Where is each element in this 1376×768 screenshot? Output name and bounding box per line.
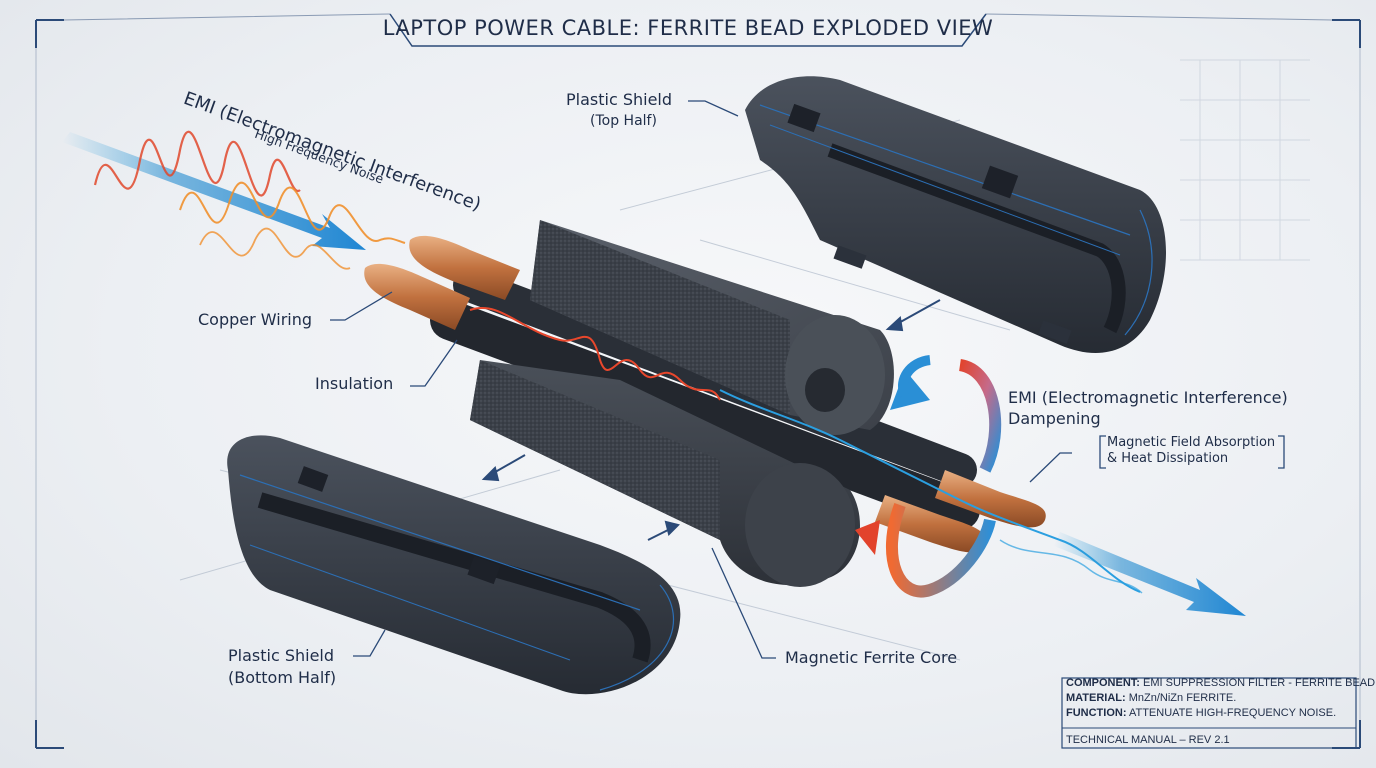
page-title: LAPTOP POWER CABLE: FERRITE BEAD EXPLODE… (382, 16, 994, 40)
leader-lines (330, 100, 1285, 659)
ferrite-upper-half (530, 220, 894, 435)
shield-top-half (745, 76, 1167, 353)
incoming-emi-arrow (62, 132, 366, 250)
noise-wave-orange (179, 181, 406, 244)
noise-wave-orange-2 (199, 227, 351, 270)
ferrite-lower-half (470, 360, 860, 587)
label-shield-top: Plastic Shield (566, 90, 673, 109)
shield-bottom-half (227, 435, 681, 695)
copper-wire-left (364, 235, 520, 330)
info-function-key: FUNCTION: (1066, 707, 1127, 719)
info-box: COMPONENT: EMI SUPPRESSION FILTER - FERR… (1066, 676, 1376, 748)
info-material-key: MATERIAL: (1066, 692, 1126, 704)
noise-wave-red (93, 130, 301, 197)
info-box-frame (1061, 677, 1357, 749)
assembly-arrows (481, 299, 941, 541)
label-absorption-1: Magnetic Field Absorption (1107, 435, 1276, 450)
label-copper-wiring: Copper Wiring (198, 310, 313, 329)
label-shield-bottom-sub: (Bottom Half) (228, 668, 337, 687)
label-insulation: Insulation (315, 374, 394, 393)
label-emi-dampening-1: EMI (Electromagnetic Interference) (1008, 388, 1288, 407)
outgoing-emi-arrow (1054, 532, 1246, 616)
background-grid (1180, 59, 1310, 261)
info-component-value: EMI SUPPRESSION FILTER - FERRITE BEAD. (1139, 677, 1376, 689)
info-component-key: COMPONENT: (1066, 677, 1140, 689)
info-material-value: MnZn/NiZn FERRITE. (1125, 692, 1237, 704)
outgoing-wave-2 (999, 539, 1143, 594)
info-revision: TECHNICAL MANUAL – REV 2.1 (1066, 734, 1230, 746)
label-shield-bottom: Plastic Shield (228, 646, 335, 665)
internal-noise-wave (469, 307, 721, 401)
rotation-arrow (855, 355, 1002, 598)
label-absorption-2: & Heat Dissipation (1107, 451, 1229, 466)
label-ferrite-core: Magnetic Ferrite Core (785, 648, 958, 667)
info-function-value: ATTENUATE HIGH-FREQUENCY NOISE. (1126, 707, 1337, 719)
technical-frame (35, 13, 1361, 749)
label-emi-dampening-2: Dampening (1008, 409, 1101, 428)
label-shield-top-sub: (Top Half) (590, 113, 657, 129)
